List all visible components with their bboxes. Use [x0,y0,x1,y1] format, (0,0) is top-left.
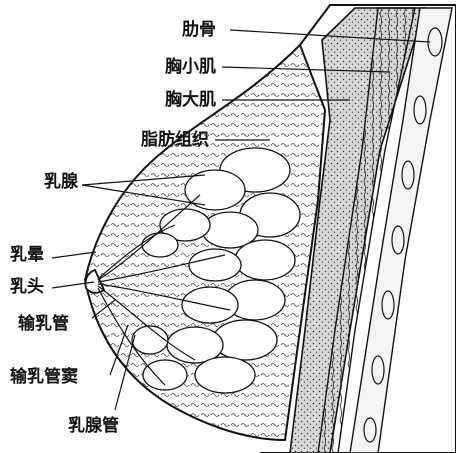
leader-areola [52,252,96,258]
label-fat-tissue: 脂肪组织 [141,130,209,150]
label-lactiferous-duct: 输乳管 [18,314,69,334]
label-pectoralis-major: 胸大肌 [165,90,216,110]
label-mammary-gland: 乳腺 [44,172,78,192]
label-pectoralis-minor: 胸小肌 [165,57,216,77]
label-mammary-duct: 乳腺管 [68,416,119,436]
label-nipple: 乳头 [10,277,44,297]
label-areola: 乳晕 [10,245,44,265]
label-rib: 肋骨 [182,20,216,40]
label-lactiferous-sinus: 输乳管窦 [10,367,78,387]
